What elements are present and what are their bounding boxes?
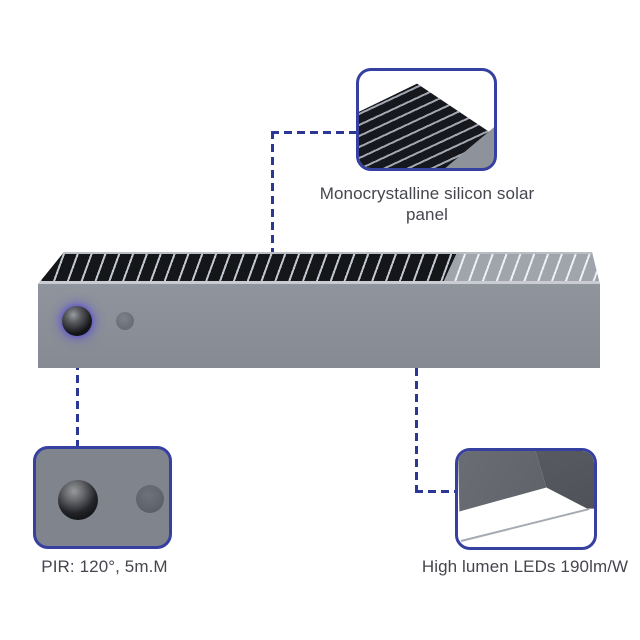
connector-led-horizontal xyxy=(415,490,455,493)
callout-solar-panel xyxy=(356,68,497,171)
product-top-face xyxy=(38,252,600,284)
solar-panel-label: Monocrystalline silicon solar panel xyxy=(319,184,535,224)
connector-panel-horizontal xyxy=(271,131,356,134)
callout-leds xyxy=(455,448,597,550)
callout-pir-sensor xyxy=(33,446,172,549)
panel-front-edge xyxy=(38,281,600,284)
pir-sensor-closeup xyxy=(58,480,98,520)
panel-back-edge xyxy=(38,252,600,254)
led-lens-edge xyxy=(460,508,590,542)
product-front-face xyxy=(38,284,600,368)
pir-sensor xyxy=(62,306,92,336)
light-sensor-dot xyxy=(116,312,134,330)
solar-panel-surface xyxy=(38,252,458,284)
light-sensor-closeup xyxy=(136,485,164,513)
pir-label: PIR: 120°, 5m.M xyxy=(41,557,168,576)
connector-panel-vertical xyxy=(271,131,274,253)
heat-sink-ribs xyxy=(442,252,600,284)
connector-pir-vertical xyxy=(76,336,79,446)
connector-led-vertical xyxy=(415,368,418,493)
led-label: High lumen LEDs 190lm/W xyxy=(421,557,629,576)
